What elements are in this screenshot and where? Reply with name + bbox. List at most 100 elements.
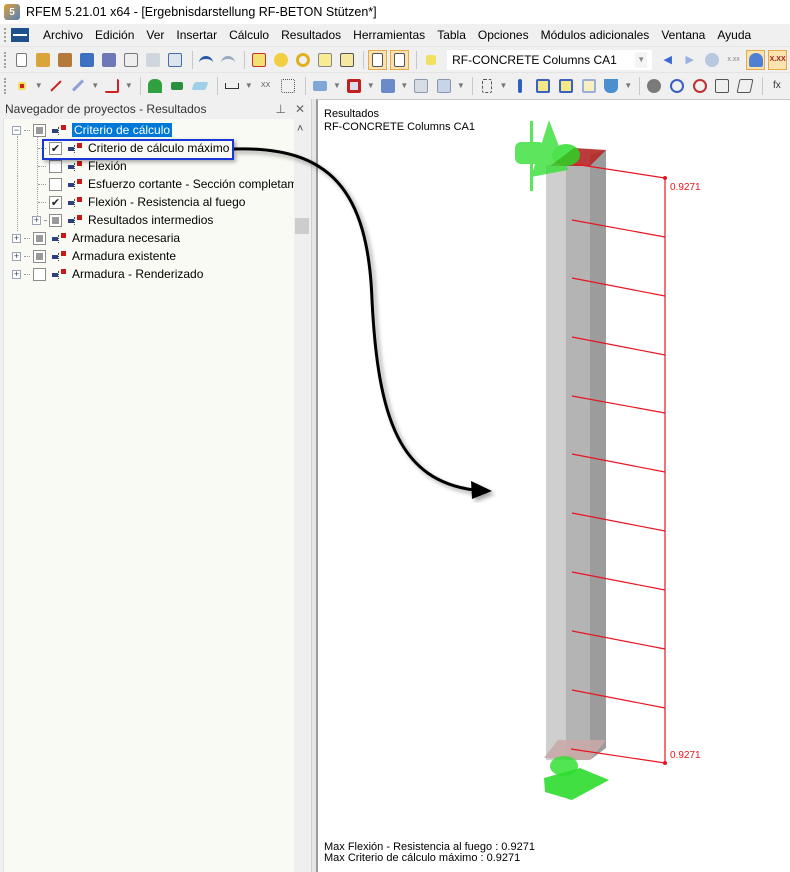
- target-ring-icon[interactable]: [293, 50, 312, 70]
- menubar-grip[interactable]: [4, 28, 7, 42]
- grid-icon[interactable]: [279, 76, 299, 96]
- menu-resultados[interactable]: Resultados: [281, 28, 342, 42]
- iso-view-2-icon[interactable]: [735, 76, 755, 96]
- dlubal-logo-icon[interactable]: [11, 28, 29, 42]
- scrollbar-thumb[interactable]: [295, 218, 309, 234]
- menu-calculo[interactable]: Cálculo: [229, 28, 270, 42]
- navigator-scrollbar[interactable]: ˄: [294, 119, 310, 872]
- database-icon[interactable]: [78, 50, 97, 70]
- checkbox[interactable]: [33, 231, 46, 245]
- expand-icon[interactable]: +: [12, 232, 21, 243]
- label-icon[interactable]: XX: [260, 82, 271, 89]
- open-folder-icon[interactable]: [34, 50, 53, 70]
- target-icon[interactable]: [271, 50, 290, 70]
- chevron-down-icon[interactable]: ▼: [499, 81, 508, 90]
- tree-item-flexion[interactable]: Flexión: [38, 157, 127, 175]
- chevron-down-icon[interactable]: ▼: [635, 51, 648, 68]
- archive-icon[interactable]: [56, 50, 75, 70]
- frame-icon[interactable]: [344, 76, 364, 96]
- checkbox-checked[interactable]: ✔: [49, 195, 62, 209]
- checkbox[interactable]: [33, 249, 46, 263]
- member-icon[interactable]: [68, 76, 88, 96]
- tree-item-armadura-existente[interactable]: + Armadura existente: [12, 247, 176, 265]
- menu-ayuda[interactable]: Ayuda: [717, 28, 752, 42]
- menu-opciones[interactable]: Opciones: [477, 28, 529, 42]
- tree-item-criterio-de-calculo[interactable]: − Criterio de cálculo: [12, 121, 173, 139]
- menu-tabla[interactable]: Tabla: [437, 28, 466, 42]
- collapse-icon[interactable]: −: [12, 124, 21, 135]
- menu-ver[interactable]: Ver: [146, 28, 165, 42]
- scroll-up-icon[interactable]: ˄: [297, 123, 304, 135]
- toolbar-grip[interactable]: [4, 77, 7, 94]
- chevron-down-icon[interactable]: ▼: [124, 81, 133, 90]
- connect-icon[interactable]: [477, 76, 497, 96]
- new-file-icon[interactable]: [12, 50, 31, 70]
- print-preview-icon[interactable]: [166, 50, 185, 70]
- chevron-down-icon[interactable]: ▼: [456, 81, 465, 90]
- chevron-down-icon[interactable]: ▼: [244, 81, 253, 90]
- tree-item-criterio-de-calculo-maximo[interactable]: ✔ Criterio de cálculo máximo: [38, 139, 229, 157]
- menu-herramientas[interactable]: Herramientas: [353, 28, 426, 42]
- table-grid-icon[interactable]: [533, 76, 553, 96]
- close-icon[interactable]: ✕: [294, 102, 305, 116]
- load-icon[interactable]: [510, 76, 530, 96]
- polyline-icon[interactable]: [102, 76, 122, 96]
- menu-edicion[interactable]: Edición: [95, 28, 135, 42]
- values-icon[interactable]: x.xx: [727, 56, 740, 63]
- tree-item-resultados-intermedios[interactable]: + Resultados intermedios: [32, 211, 213, 229]
- checkbox-checked[interactable]: ✔: [49, 141, 62, 155]
- checkbox[interactable]: [33, 267, 46, 281]
- paint-icon[interactable]: [602, 76, 622, 96]
- table-grid-2-icon[interactable]: [556, 76, 576, 96]
- redo-icon[interactable]: [218, 50, 237, 70]
- zoom-icon[interactable]: [667, 76, 687, 96]
- solid-icon[interactable]: [310, 76, 330, 96]
- chevron-down-icon[interactable]: ▼: [366, 81, 375, 90]
- box-icon[interactable]: [411, 76, 431, 96]
- node-icon[interactable]: [12, 76, 32, 96]
- support-icon[interactable]: [145, 76, 165, 96]
- menu-insertar[interactable]: Insertar: [176, 28, 218, 42]
- render-icon[interactable]: [644, 76, 664, 96]
- table-view-icon[interactable]: [390, 49, 410, 70]
- select-icon[interactable]: [315, 50, 334, 70]
- toolbar-grip[interactable]: [4, 51, 7, 68]
- chevron-down-icon[interactable]: ▼: [333, 81, 341, 90]
- tree-item-flexion-resistencia-fuego[interactable]: ✔ Flexión - Resistencia al fuego: [38, 193, 245, 211]
- expand-icon[interactable]: +: [12, 268, 21, 279]
- tree-item-esfuerzo-cortante[interactable]: Esfuerzo cortante - Sección completam: [38, 175, 297, 193]
- chevron-down-icon[interactable]: ▼: [91, 81, 100, 90]
- menu-modulos-adicionales[interactable]: Módulos adicionales: [540, 28, 650, 42]
- chevron-down-icon[interactable]: ▼: [34, 81, 43, 90]
- checkbox[interactable]: [49, 213, 62, 227]
- tree-item-armadura-renderizado[interactable]: + Armadura - Renderizado: [12, 265, 203, 283]
- undo-icon[interactable]: [197, 50, 216, 70]
- pin-icon[interactable]: ⊥: [275, 102, 286, 116]
- checkbox[interactable]: [33, 123, 46, 137]
- tree-item-armadura-necesaria[interactable]: + Armadura necesaria: [12, 229, 180, 247]
- previous-icon[interactable]: ◀: [663, 54, 672, 66]
- notes-icon[interactable]: [122, 50, 141, 70]
- print-icon[interactable]: [144, 50, 163, 70]
- loadcase-combo[interactable]: RF-CONCRETE Columns CA1 ▼: [447, 49, 653, 70]
- dimension-icon[interactable]: [222, 76, 242, 96]
- results-icon[interactable]: [702, 50, 721, 70]
- checkbox[interactable]: [49, 159, 62, 173]
- list-view-icon[interactable]: [368, 49, 388, 70]
- menu-archivo[interactable]: Archivo: [43, 28, 84, 42]
- table-grid-3-icon[interactable]: [579, 76, 599, 96]
- results-viewport[interactable]: Resultados RF-CONCRETE Columns CA1: [316, 99, 790, 872]
- zoom-cancel-icon[interactable]: [690, 76, 710, 96]
- edit-icon[interactable]: [249, 50, 268, 70]
- checkbox[interactable]: [49, 177, 62, 191]
- chevron-down-icon[interactable]: ▼: [400, 81, 409, 90]
- copy-icon[interactable]: [434, 76, 454, 96]
- line-icon[interactable]: [46, 76, 66, 96]
- show-values-icon[interactable]: X.XX: [768, 49, 788, 70]
- show-results-icon[interactable]: [746, 49, 766, 70]
- next-icon[interactable]: ▶: [685, 54, 694, 66]
- chevron-down-icon[interactable]: ▼: [624, 81, 633, 90]
- surface-icon[interactable]: [190, 76, 210, 96]
- window-icon[interactable]: [337, 50, 356, 70]
- loadcase-icon[interactable]: [421, 50, 440, 70]
